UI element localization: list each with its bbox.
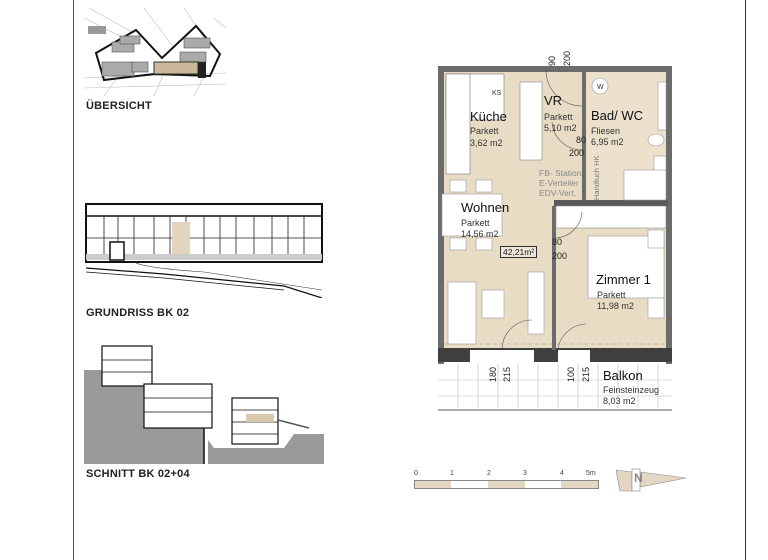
page-border-right: [745, 0, 746, 560]
utility-note-line3: EDV-Vert.: [539, 188, 577, 198]
room-area-kueche: 3,62 m2: [470, 138, 503, 148]
apartment-floor-plan: [438, 66, 672, 411]
room-floor-vr: Parkett: [544, 112, 573, 122]
room-window-width: 100: [566, 366, 576, 382]
room-name-zimmer-1: Zimmer 1: [596, 272, 651, 287]
room-floor-zimmer-1: Parkett: [597, 290, 626, 300]
room-name-wohnen: Wohnen: [461, 200, 510, 215]
section-caption: SCHNITT BK 02+04: [86, 468, 190, 480]
scale-tick-2: 2: [487, 470, 491, 477]
room-floor-balkon: Feinsteinzeug: [603, 385, 660, 395]
room-area-balkon: 8,03 m2: [603, 396, 636, 406]
room-window-height: 215: [581, 366, 591, 382]
washer-label: W: [597, 84, 604, 91]
living-window-width: 180: [488, 366, 498, 382]
total-area-badge: 42,21m²: [500, 246, 538, 258]
scale-bar: [414, 480, 599, 489]
living-window-height: 215: [502, 366, 512, 382]
entry-door-width: 90: [547, 55, 557, 66]
entry-door-height: 200: [562, 50, 572, 66]
room-name-balkon: Balkon: [603, 368, 643, 383]
overview-caption: ÜBERSICHT: [86, 100, 152, 112]
scale-tick-0: 0: [414, 470, 418, 477]
room-name-bad-wc: Bad/ WC: [591, 108, 644, 123]
room-door-height: 200: [552, 251, 568, 261]
bath-door-width: 80: [576, 135, 587, 145]
floorplan-caption: GRUNDRISS BK 02: [86, 307, 190, 319]
towel-heater-note: Handtuch HK: [592, 155, 601, 200]
utility-note-line2: E-Verteiler: [539, 178, 579, 188]
room-area-zimmer-1: 11,98 m2: [597, 301, 634, 311]
room-floor-wohnen: Parkett: [461, 218, 490, 228]
room-door-width: 80: [552, 237, 563, 247]
fridge-label: KS: [492, 90, 502, 97]
bath-door-height: 200: [569, 148, 585, 158]
north-arrow-icon: [616, 468, 687, 492]
page-border-left: [73, 0, 74, 560]
scale-tick-3: 3: [523, 470, 527, 477]
room-floor-bad-wc: Fliesen: [591, 126, 621, 136]
building-floorplan-thumbnail: [85, 203, 323, 298]
room-name-vr: VR: [544, 93, 563, 108]
room-floor-kueche: Parkett: [470, 126, 499, 136]
north-label: N: [634, 471, 643, 485]
room-area-vr: 5,10 m2: [544, 123, 577, 133]
building-section-thumbnail: [84, 345, 324, 464]
room-name-kueche: Küche: [470, 109, 507, 124]
scale-tick-5m: 5m: [586, 470, 596, 477]
room-area-bad-wc: 6,95 m2: [591, 137, 624, 147]
room-area-wohnen: 14,56 m2: [461, 229, 499, 239]
overview-site-plan: [84, 8, 226, 96]
utility-note-line1: FB- Station: [539, 168, 582, 178]
scale-tick-1: 1: [450, 470, 454, 477]
scale-tick-4: 4: [560, 470, 564, 477]
